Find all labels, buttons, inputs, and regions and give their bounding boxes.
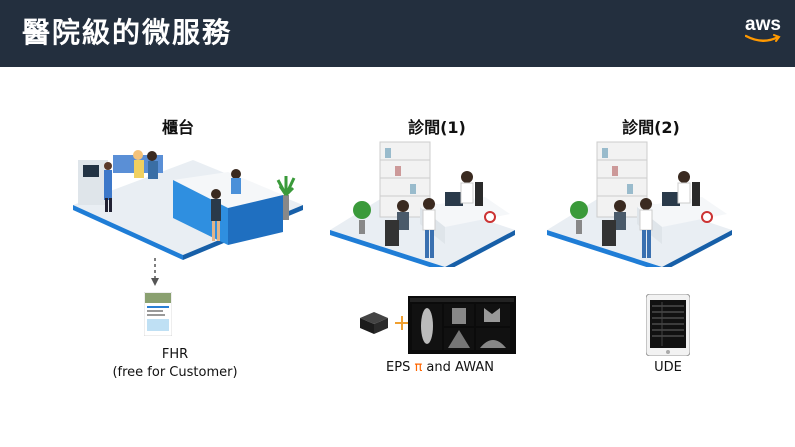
eps-awan-caption: EPS π and AWAN — [360, 359, 520, 377]
clinic1-illustration — [330, 141, 515, 267]
clinic1-title: 診間(1) — [408, 118, 466, 137]
clinic2-title: 診間(2) — [622, 118, 680, 137]
page-title: 醫院級的微服務 — [22, 16, 233, 49]
header-bar: 醫院級的微服務 aws — [0, 0, 795, 67]
fhr-app-screen-icon — [144, 292, 172, 336]
eps-caption-prefix: EPS — [386, 360, 415, 375]
clinic2-illustration — [547, 141, 732, 267]
awan-caption-suffix: and AWAN — [422, 360, 494, 375]
fhr-caption-line1: FHR — [161, 347, 189, 362]
aws-logo: aws — [742, 14, 784, 50]
pi-symbol: π — [414, 360, 423, 375]
ude-caption: UDE — [654, 360, 682, 375]
fhr-caption: FHR (free for Customer) — [100, 346, 250, 382]
ude-tablet-icon — [646, 294, 690, 356]
aws-smile-icon — [745, 34, 781, 42]
awan-viewer-screen-icon — [408, 296, 516, 354]
reception-title: 櫃台 — [161, 118, 194, 137]
reception-illustration — [73, 150, 303, 260]
fhr-caption-line2: (free for Customer) — [112, 365, 238, 380]
down-arrow-icon — [151, 258, 159, 286]
eps-device-plus-icon — [360, 312, 409, 334]
aws-logo-text: aws — [745, 14, 781, 35]
